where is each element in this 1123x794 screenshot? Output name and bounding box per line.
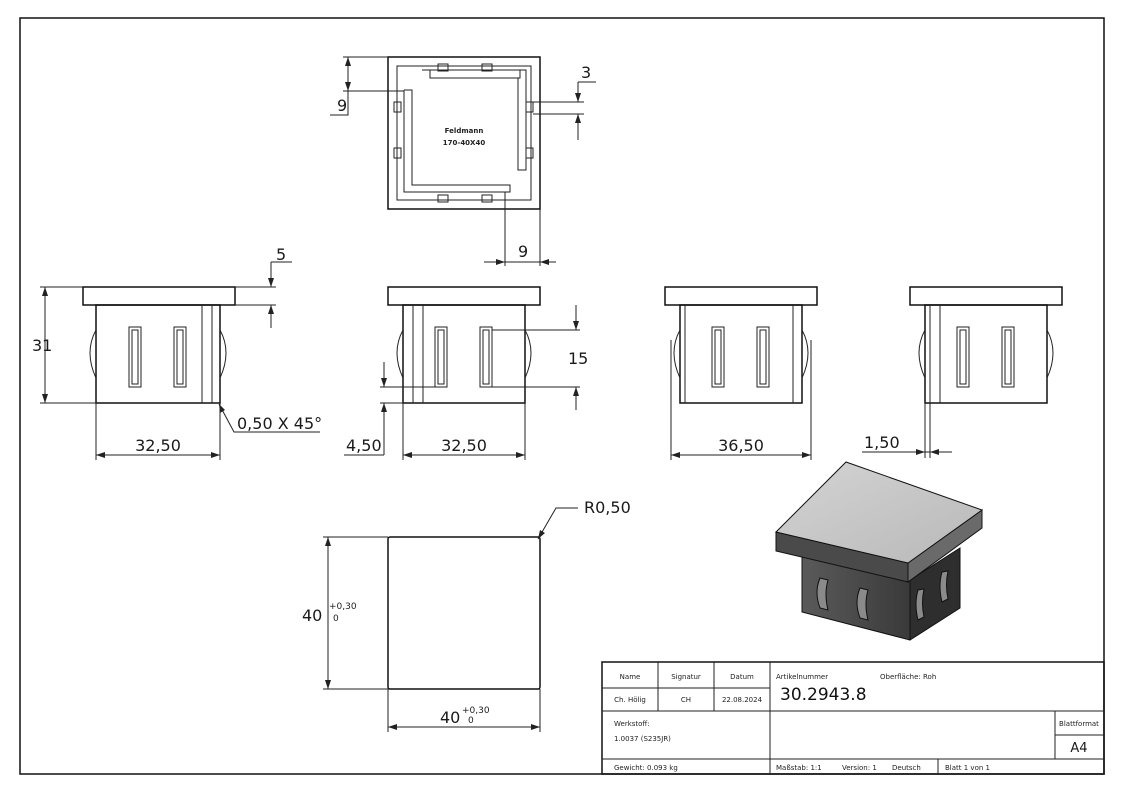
side-view-1: 31 5 32,50 0,50 X 45° (32, 245, 322, 460)
material-label: Werkstoff: (614, 720, 650, 728)
col-name: Name (620, 673, 641, 681)
dim-top-bottom: 9 (518, 242, 528, 261)
marking-text-1: Feldmann (445, 127, 484, 135)
sheet-format-label: Blattformat (1059, 720, 1099, 728)
sheet-format-value: A4 (1070, 741, 1087, 756)
dim-height-40: 40 (302, 606, 322, 625)
article-label: Artikelnummer (776, 673, 828, 681)
col-signatur: Signatur (671, 673, 701, 681)
dim-chamfer: 0,50 X 45° (237, 414, 322, 433)
side-view-4: 1,50 (862, 286, 1063, 458)
dim-width-40: 40 (440, 708, 460, 727)
dim-radius: R0,50 (584, 498, 631, 517)
dim-top-right: 3 (581, 63, 591, 82)
sheet-border (19, 17, 1105, 775)
dim-slot-15: 15 (568, 349, 588, 368)
scale: Maßstab: 1:1 (776, 764, 822, 772)
plan-view: R0,50 40 +0,30 0 40 +0,30 0 (302, 498, 631, 732)
material-value: 1.0037 (S235JR) (614, 735, 671, 743)
dim-width-v3: 36,50 (718, 436, 764, 455)
dim-height-31: 31 (32, 336, 52, 355)
version: Version: 1 (842, 764, 877, 772)
tol-lower-w: 0 (468, 716, 474, 726)
drawing-date: 22.08.2024 (722, 696, 763, 704)
col-datum: Datum (730, 673, 754, 681)
side-view-2: 15 4,50 32,50 (344, 286, 588, 460)
surface-finish: Oberfläche: Roh (880, 673, 936, 681)
side-view-3: 36,50 (664, 286, 818, 460)
weight: Gewicht: 0.093 kg (614, 764, 678, 772)
language: Deutsch (892, 764, 921, 772)
dim-top-left: 9 (337, 96, 347, 115)
dim-cap-5: 5 (276, 245, 286, 264)
dim-width-v1: 32,50 (135, 436, 181, 455)
dim-wall-1-50: 1,50 (864, 433, 900, 452)
marking-text-2: 170-40X40 (443, 139, 486, 147)
isometric-view (775, 461, 984, 641)
tol-lower-h: 0 (333, 614, 339, 624)
drawer-name: Ch. Hölig (614, 696, 646, 704)
article-number: 30.2943.8 (780, 685, 867, 705)
dim-width-v2: 32,50 (441, 436, 487, 455)
tol-upper-w: +0,30 (462, 706, 490, 716)
sheet-count: Blatt 1 von 1 (945, 764, 990, 772)
drawer-signature: CH (681, 696, 691, 704)
tol-upper-h: +0,30 (329, 602, 357, 612)
dim-offset-4-50: 4,50 (346, 436, 382, 455)
top-view: Feldmann 170-40X40 9 3 9 (330, 56, 596, 266)
title-block: Name Signatur Datum Ch. Hölig CH 22.08.2… (601, 661, 1105, 775)
